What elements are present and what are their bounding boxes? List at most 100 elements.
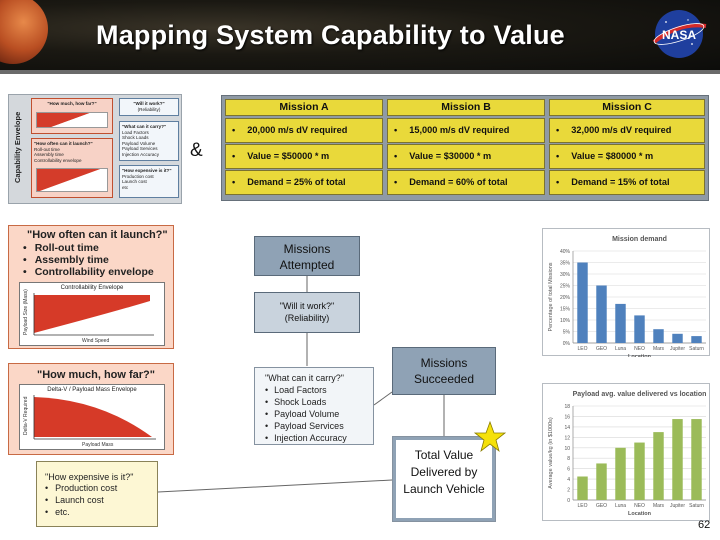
payload-range-heading: "How much, how far?"	[37, 369, 155, 381]
controllability-x-label: Wind Speed	[82, 338, 110, 344]
bar-jupiter	[672, 333, 683, 343]
delta-v-chart: Delta-V / Payload Mass Envelope Delta-V …	[19, 384, 165, 450]
missions-attempted-box: Missions Attempted	[254, 236, 360, 276]
payload-range-panel: "How much, how far?" Delta-V / Payload M…	[8, 363, 174, 455]
mission-c-column: Mission C 32,000 m/s dV required Value =…	[549, 99, 705, 197]
mini-box-how-often: "How often can it launch?" Roll-out time…	[31, 138, 113, 198]
slide-header: Mapping System Capability to Value NASA	[0, 0, 720, 70]
carry-item: Payload Services	[265, 420, 363, 432]
y-tick-label: 20%	[560, 295, 571, 301]
mission-b-demand: Demand = 60% of total	[387, 170, 545, 195]
mini-box-what-carry: "What can it carry?" Load Factors Shock …	[119, 121, 179, 161]
mini-item: Load Factors	[122, 129, 149, 135]
y-axis-label: Average value/kg (in $1000s)	[548, 417, 554, 489]
y-tick-label: 35%	[560, 261, 571, 267]
y-tick-label: 18	[564, 404, 570, 410]
missions-table: Mission A 20,000 m/s dV required Value =…	[221, 95, 709, 201]
y-tick-label: 4	[567, 477, 570, 483]
header-divider	[0, 70, 720, 74]
launch-frequency-heading: "How often can it launch?"	[27, 229, 168, 241]
y-tick-label: 8	[567, 456, 570, 462]
x-tick-label: LEO	[577, 503, 587, 509]
y-tick-label: 15%	[560, 307, 571, 313]
carry-item: Shock Loads	[265, 396, 363, 408]
carry-item: Load Factors	[265, 384, 363, 396]
y-tick-label: 40%	[560, 249, 571, 255]
mini-heading: "How much, how far?"	[47, 101, 97, 106]
mission-b-dv: 15,000 m/s dV required	[387, 118, 545, 143]
x-tick-label: Jupiter	[670, 346, 685, 352]
y-tick-label: 10%	[560, 318, 571, 324]
bar-jupiter	[672, 419, 683, 500]
mission-a-dv: 20,000 m/s dV required	[225, 118, 383, 143]
bar-neo	[634, 442, 645, 500]
mission-demand-chart-svg: Mission demand0%5%10%15%20%25%30%35%40%L…	[548, 236, 706, 357]
launch-item: Controllability envelope	[23, 266, 154, 278]
cost-heading: "How expensive is it?"	[45, 472, 134, 482]
arrow-carry-to-succeeded	[373, 391, 393, 406]
missions-attempted-label: Missions Attempted	[279, 242, 335, 272]
launch-item: Roll-out time	[23, 242, 154, 254]
mini-item: Launch cost	[122, 179, 147, 184]
total-value-box: Total Value Delivered by Launch Vehicle	[392, 436, 496, 522]
delta-v-envelope-curve	[33, 395, 156, 440]
delta-v-x-label: Payload Mass	[82, 442, 114, 448]
mission-b-column: Mission B 15,000 m/s dV required Value =…	[387, 99, 545, 197]
y-tick-label: 5%	[563, 330, 571, 336]
y-tick-label: 14	[564, 425, 570, 431]
cost-item: Launch cost	[45, 494, 149, 506]
mission-a-value: Value = $50000 * m	[225, 144, 383, 169]
mission-c-title: Mission C	[549, 99, 705, 116]
bar-saturn	[691, 336, 702, 343]
mission-c-value: Value = $80000 * m	[549, 144, 705, 169]
y-tick-label: 2	[567, 488, 570, 494]
payload-capacity-box: "What can it carry?" Load Factors Shock …	[254, 367, 374, 445]
mini-heading: "What can it carry?"	[122, 124, 167, 129]
mission-a-demand: Demand = 25% of total	[225, 170, 383, 195]
x-tick-label: LEO	[577, 346, 587, 352]
mini-item: Payload Services	[122, 146, 158, 151]
mini-box-will-it-work: "Will it work?" (Reliability)	[119, 98, 179, 116]
carry-item: Payload Volume	[265, 408, 363, 420]
controllability-chart: Controllability Envelope Payload Size (M…	[19, 282, 165, 346]
x-tick-label: GEO	[596, 346, 607, 352]
mission-a-column: Mission A 20,000 m/s dV required Value =…	[225, 99, 383, 197]
arrow-cost-to-value	[157, 479, 393, 493]
reliability-question: "Will it work?"	[279, 301, 335, 311]
x-tick-label: NEO	[634, 346, 645, 352]
page-number: 62	[698, 519, 711, 531]
delta-v-chart-title: Delta-V / Payload Mass Envelope	[47, 387, 137, 393]
mission-b-title: Mission B	[387, 99, 545, 116]
bar-leo	[577, 262, 588, 343]
bar-leo	[577, 476, 588, 500]
nasa-logo-text: NASA	[662, 28, 696, 42]
chart-title: Payload avg. value delivered vs location	[573, 391, 707, 398]
y-axis-label: Percentage of total Missions	[548, 262, 554, 331]
mini-chart	[36, 168, 108, 192]
bar-luna	[615, 303, 626, 343]
bar-geo	[596, 285, 607, 343]
reliability-box: "Will it work?" (Reliability)	[254, 292, 360, 333]
bar-saturn	[691, 419, 702, 500]
mini-heading: "How often can it launch?"	[34, 141, 93, 146]
mini-chart	[36, 112, 108, 128]
y-tick-label: 12	[564, 435, 570, 441]
mini-heading: "How expensive is it?"	[122, 168, 172, 173]
bar-geo	[596, 463, 607, 500]
y-tick-label: 6	[567, 467, 570, 473]
x-tick-label: NEO	[634, 503, 645, 509]
mission-c-dv: 32,000 m/s dV required	[549, 118, 705, 143]
x-tick-label: Saturn	[689, 346, 704, 352]
mini-item: Assembly time	[34, 152, 64, 157]
mini-box-how-much: "How much, how far?"	[31, 98, 113, 134]
x-axis-label: Location	[628, 511, 652, 517]
y-tick-label: 10	[564, 446, 570, 452]
mini-heading: "Will it work?"	[133, 101, 165, 106]
x-axis-label: Location	[628, 354, 652, 357]
mini-item: Injection Accuracy	[122, 151, 160, 157]
y-tick-label: 0%	[563, 341, 571, 347]
bar-luna	[615, 447, 626, 500]
carry-item: Injection Accuracy	[265, 432, 363, 444]
